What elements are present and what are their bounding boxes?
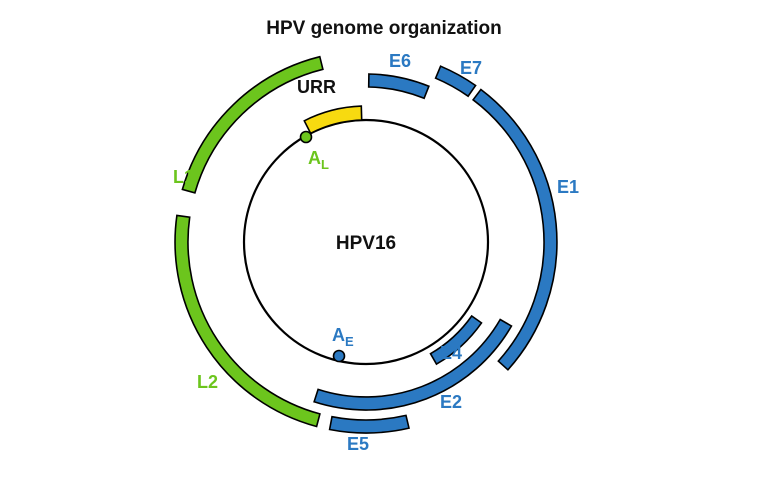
- early-polya-site-label: AE: [332, 325, 354, 349]
- urr-label: URR: [297, 77, 336, 97]
- diagram-title: HPV genome organization: [266, 18, 501, 39]
- e7-gene-arc: [434, 65, 477, 98]
- l1-label: L1: [173, 167, 194, 187]
- e6-gene-arc: [367, 73, 430, 100]
- e6-label: E6: [389, 51, 411, 71]
- late-polya-site-label: AL: [308, 148, 329, 172]
- e2-gene-arc: [313, 318, 513, 411]
- e2-label: E2: [440, 392, 462, 412]
- e1-label: E1: [557, 177, 579, 197]
- e1-gene-arc: [471, 88, 558, 371]
- l2-label: L2: [197, 372, 218, 392]
- e4-label: E4: [440, 343, 462, 363]
- genome-circle: [242, 118, 490, 366]
- e5-label: E5: [347, 434, 369, 454]
- e4-gene-arc: [429, 314, 483, 366]
- genome-name-label: HPV16: [336, 233, 396, 254]
- l1-gene-arc: [181, 55, 324, 194]
- e5-gene-arc: [328, 414, 410, 434]
- early-polya-site-dot: [332, 349, 346, 363]
- e7-label: E7: [460, 58, 482, 78]
- late-polya-site-dot: [299, 130, 313, 144]
- urr-region: [303, 105, 363, 135]
- l2-gene-arc: [174, 214, 321, 428]
